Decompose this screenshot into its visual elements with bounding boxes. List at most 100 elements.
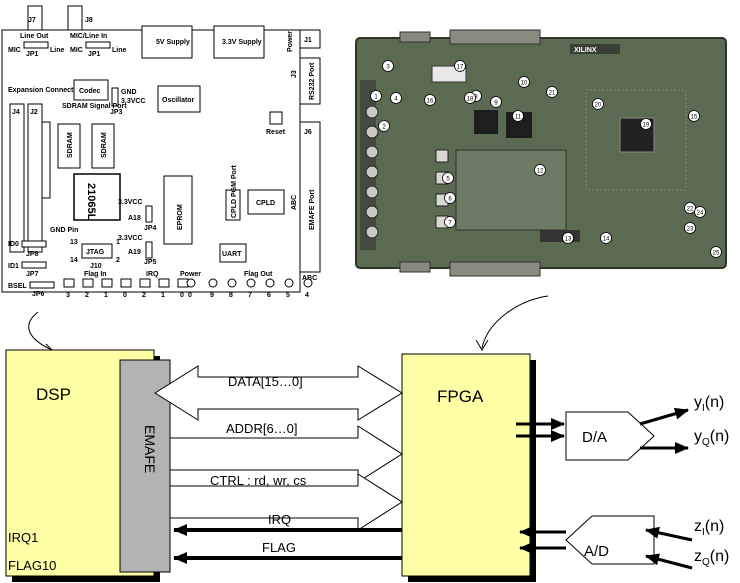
power-label: Power [287, 31, 294, 52]
flag10-label: FLAG10 [8, 558, 56, 573]
jp1b-header [86, 42, 110, 48]
jp5-header [146, 242, 152, 258]
board-button [304, 279, 312, 287]
j8-connector [68, 6, 82, 30]
data-bus-label: DATA[15…0] [228, 374, 303, 389]
fpga-callout-number: 16 [427, 98, 434, 104]
fpga-callout-number: 11 [515, 114, 522, 120]
fpga-callout-number: 20 [595, 102, 602, 108]
fpga-board-jack [366, 106, 378, 118]
id0-label: ID0 [8, 241, 19, 248]
board-button-number: 7 [248, 292, 252, 299]
fpga-callout-number: 13 [565, 236, 572, 242]
emafe-port-label: EMAFE Port [309, 189, 316, 230]
power-button-label: Power [180, 271, 201, 278]
eprom-label: EPROM [177, 204, 184, 230]
j2-label: J2 [30, 109, 38, 116]
board-button-number: 0 [180, 292, 184, 299]
fpga-board-jack [366, 186, 378, 198]
fpga-callout-number: 14 [603, 236, 610, 242]
line2-label: Line [112, 47, 126, 54]
fpga-board-jack [366, 166, 378, 178]
a19-label: A19 [128, 249, 141, 256]
jp4-label: JP4 [144, 225, 157, 232]
oscillator-label: Oscillator [162, 97, 195, 104]
board-button [102, 279, 112, 287]
board-button-number: 4 [305, 292, 309, 299]
line1-label: Line [50, 47, 64, 54]
sdram1-label: SDRAM [67, 132, 74, 158]
abc-label-2: ABC [291, 195, 298, 210]
jp5-label: JP5 [144, 259, 157, 266]
j4-connector [10, 104, 24, 252]
mic-line-in-label: MIC/Line In [70, 33, 107, 40]
fpga-board-left-strip [360, 80, 376, 250]
cpld-pgm-label: CPLD PGM Port [231, 164, 238, 218]
pin2-label: 2 [116, 257, 120, 264]
flag-out-label: Flag Out [244, 271, 273, 278]
jp8-header [22, 241, 46, 247]
pin1-label: 1 [116, 239, 120, 246]
zq-label: zQ(n) [694, 548, 729, 568]
pointer-arrow-dsp [29, 312, 52, 350]
board-button [285, 279, 293, 287]
ad-label: A/D [584, 543, 609, 560]
fpga-callout-number: 21 [549, 90, 556, 96]
jp6-label: JP6 [32, 291, 45, 298]
fpga-board-button [436, 150, 448, 162]
fpga-board-top-connector [450, 30, 540, 44]
jp4-header [146, 206, 152, 222]
flag-in-label: Flag In [84, 271, 107, 278]
sdram-port [42, 122, 50, 198]
fpga-board-jack [366, 126, 378, 138]
id1-label: ID1 [8, 263, 19, 270]
da-out-yi-line [640, 410, 688, 424]
gnd-pin-label: GND Pin [50, 227, 78, 234]
board-button [121, 279, 131, 287]
board-button-number: 9 [210, 292, 214, 299]
board-button [83, 279, 93, 287]
expansion-label: Expansion Connectors [8, 87, 84, 94]
fpga-callout-number: 23 [687, 226, 694, 232]
supply5-label: 5V Supply [156, 39, 190, 46]
jp4-vcc-label: 3.3VCC [118, 199, 143, 206]
dsp-chip-label: 21065L [85, 183, 97, 221]
mic1-label: MIC [8, 47, 21, 54]
fpga-board-photo: XILINX 123456789101112131415161718192021… [356, 30, 726, 276]
mic2-label: MIC [70, 47, 83, 54]
jp1a-label: JP1 [26, 51, 39, 58]
fpga-board-bottom-connector-2 [400, 262, 430, 272]
block-diagram: DSP EMAFE IRQ1 FLAG10 FPGA DATA[15…0] AD… [6, 350, 729, 582]
jp7-label: JP7 [26, 271, 39, 278]
board-button-number: 5 [286, 292, 290, 299]
sdram-signal-label: SDRAM Signal Port [62, 103, 127, 110]
fpga-callout-number: 15 [691, 114, 698, 120]
a18-label: A18 [128, 215, 141, 222]
jp3-gnd-label: GND [121, 89, 137, 96]
rs232-label: RS232 Port [309, 62, 316, 100]
fpga-title: FPGA [437, 387, 484, 406]
jp1b-label: JP1 [88, 51, 101, 58]
fpga-board-top-connector-2 [400, 32, 430, 42]
j8-label: J8 [85, 17, 93, 24]
j1-label: J1 [304, 37, 312, 44]
board-button-number: 2 [85, 292, 89, 299]
board-button [64, 279, 74, 287]
board-button-number: 0 [188, 292, 192, 299]
board-button-number: 3 [66, 292, 70, 299]
fpga-board-bottom-connector [450, 262, 540, 276]
fpga-callout-number: 24 [697, 210, 704, 216]
board-button-number: 0 [123, 292, 127, 299]
board-button-number: 1 [161, 292, 165, 299]
board-button [266, 279, 274, 287]
board-button-number: 8 [229, 292, 233, 299]
j4-label: J4 [12, 109, 20, 116]
jp3-label: JP3 [110, 109, 123, 116]
supply33-label: 3.3V Supply [222, 39, 262, 46]
line-out-label: Line Out [20, 33, 49, 40]
dsp-title: DSP [36, 385, 71, 404]
fpga-board-jack [366, 206, 378, 218]
yi-label: yI(n) [694, 394, 724, 414]
da-label: D/A [582, 429, 607, 446]
